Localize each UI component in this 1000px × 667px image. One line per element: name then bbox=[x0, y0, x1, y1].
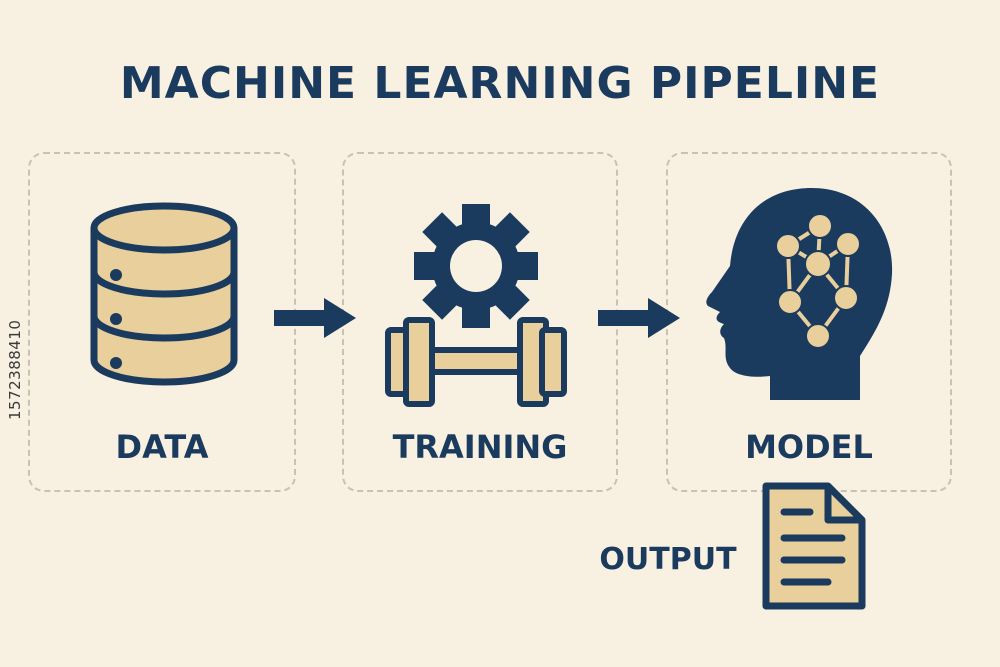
brain-network-head-icon bbox=[706, 188, 893, 400]
model-label: MODEL bbox=[745, 428, 873, 466]
output-label: OUTPUT bbox=[599, 542, 737, 577]
watermark-id: 1572388410 bbox=[6, 319, 24, 420]
database-icon bbox=[90, 202, 238, 386]
arrow-right-icon bbox=[598, 298, 680, 338]
data-label: DATA bbox=[115, 428, 209, 466]
arrow-right-icon bbox=[274, 298, 356, 338]
training-label: TRAINING bbox=[392, 428, 568, 466]
document-icon bbox=[762, 482, 866, 610]
gear-dumbbell-icon bbox=[385, 204, 567, 407]
diagram-title: MACHINE LEARNING PIPELINE bbox=[119, 58, 881, 109]
